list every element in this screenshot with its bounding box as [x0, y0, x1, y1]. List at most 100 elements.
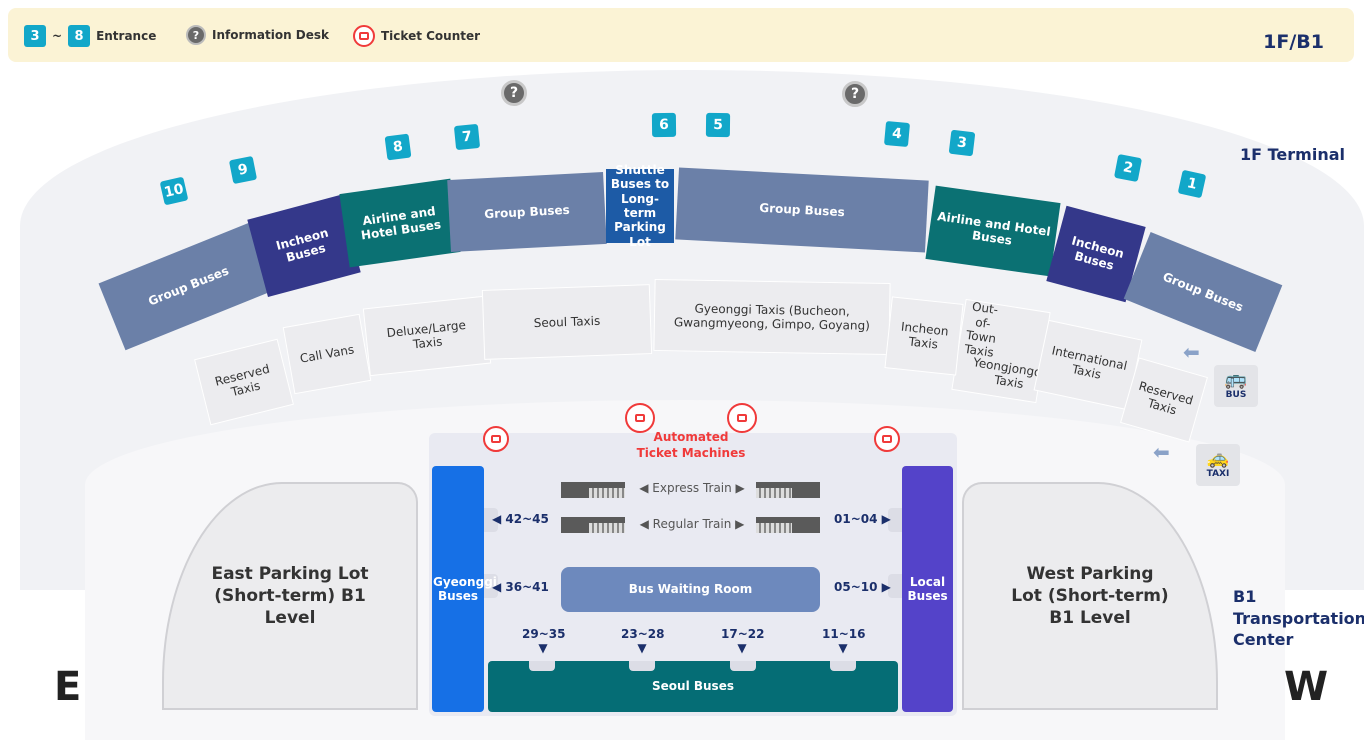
taxi-sign: 🚕TAXI: [1196, 444, 1240, 486]
zone-label: Incheon Buses: [1070, 233, 1126, 273]
zone-label: Airline and Hotel Buses: [936, 208, 1052, 248]
east-lot-label: East Parking Lot (Short-term) B1 Level: [211, 563, 369, 629]
bus-zone-3[interactable]: Group Buses: [447, 171, 607, 253]
escalator-icon: [756, 517, 820, 533]
bus-zone-4[interactable]: Shuttle Buses to Long-term Parking Lot: [606, 163, 674, 249]
legend-entrance: 3 ~8 Entrance: [24, 25, 156, 47]
local-buses-zone[interactable]: Local Buses: [902, 466, 953, 712]
gate-notch: [830, 661, 856, 671]
taxi-zone-6[interactable]: Out-of-Town Taxis: [957, 300, 1008, 360]
entrance-8[interactable]: 2: [1113, 153, 1143, 183]
west-lot-label: West Parking Lot (Short-term) B1 Level: [1011, 563, 1169, 629]
taxi-zone-4[interactable]: Gyeonggi Taxis (Bucheon, Gwangmyeong, Gi…: [653, 278, 891, 356]
compass-west: W: [1284, 664, 1329, 710]
entrance-5[interactable]: 5: [705, 112, 731, 138]
info-desk-icon: ?: [186, 25, 206, 45]
taxi-zone-2[interactable]: Deluxe/Large Taxis: [362, 295, 492, 377]
escalator-icon: [561, 517, 625, 533]
legend-label: Ticket Counter: [381, 29, 481, 43]
zone-label: Airline and Hotel Buses: [360, 203, 442, 243]
gate-label: 36~41: [505, 580, 549, 594]
entrance-4[interactable]: 6: [651, 112, 677, 138]
zone-label: Gyeonggi Taxis (Bucheon, Gwangmyeong, Gi…: [673, 301, 870, 333]
gate-05-10: 05~10 ▶: [834, 580, 891, 594]
ticket-machine-pin-icon[interactable]: [625, 403, 655, 433]
zone-label: Deluxe/Large Taxis: [385, 317, 467, 352]
entrance-9[interactable]: 1: [1177, 169, 1207, 199]
zone-label: Gyeonggi Buses: [433, 574, 497, 603]
gate-label: 23~28: [621, 627, 665, 641]
regular-train-text: Regular Train: [652, 517, 732, 531]
bus-icon: 🚌: [1224, 369, 1248, 390]
taxi-sign-label: TAXI: [1206, 469, 1230, 479]
zone-label: Local Buses: [907, 574, 948, 603]
ticket-counter-icon[interactable]: [483, 426, 509, 452]
escalator-icon: [561, 482, 625, 498]
legend: 3 ~8 Entrance ? Information Desk Ticket Cou…: [8, 8, 1354, 62]
bus-waiting-room[interactable]: Bus Waiting Room: [561, 567, 820, 612]
automated-ticket-machines-label: Automated Ticket Machines: [636, 430, 746, 460]
bus-zone-2[interactable]: Airline and Hotel Buses: [339, 178, 461, 268]
gate-42-45: ◀ 42~45: [492, 512, 549, 526]
taxi-zone-1[interactable]: Call Vans: [282, 313, 372, 395]
bus-zone-5[interactable]: Group Buses: [675, 167, 929, 253]
zone-label: Group Buses: [1160, 269, 1246, 315]
entrance-6[interactable]: 4: [883, 120, 911, 148]
entrance-2[interactable]: 8: [384, 133, 412, 161]
gate-label: 05~10: [834, 580, 878, 594]
zone-label: Reserved Taxis: [213, 361, 271, 400]
zone-label: Call Vans: [298, 342, 356, 366]
gate-notch: [730, 661, 756, 671]
zone-label: Group Buses: [758, 200, 846, 220]
zone-label: Incheon Buses: [274, 225, 330, 265]
zone-label: Reserved Taxis: [1137, 378, 1195, 418]
gate-label: 11~16: [822, 627, 866, 641]
gate-36-41: ◀ 36~41: [492, 580, 549, 594]
gate-label: 42~45: [505, 512, 549, 526]
regular-train-label[interactable]: ◀ Regular Train ▶: [639, 517, 745, 531]
info-desk-icon[interactable]: ?: [501, 80, 527, 106]
taxi-icon: 🚕: [1206, 448, 1230, 469]
taxi-zone-5[interactable]: Incheon Taxis: [884, 296, 964, 376]
legend-label: Information Desk: [212, 28, 330, 42]
entrance-7[interactable]: 3: [948, 129, 976, 157]
gate-label: 17~22: [721, 627, 765, 641]
compass-east: E: [54, 664, 82, 710]
floor-label: 1F/B1: [1263, 31, 1324, 53]
express-train-label[interactable]: ◀ Express Train ▶: [639, 481, 745, 495]
zone-label: Group Buses: [145, 263, 231, 309]
zone-label: International Taxis: [1050, 342, 1129, 382]
zone-label: Shuttle Buses to Long-term Parking Lot: [610, 162, 670, 249]
zone-label: Seoul Taxis: [533, 313, 601, 330]
gate-23-28: 23~28▼: [621, 627, 665, 655]
entrance-1[interactable]: 9: [228, 155, 258, 185]
transportation-center-label: B1 Transportation Center: [1233, 587, 1364, 650]
zone-label: Bus Waiting Room: [628, 582, 753, 597]
separator: ~: [52, 29, 63, 43]
taxi-zone-3[interactable]: Seoul Taxis: [481, 284, 653, 360]
arrow-left-icon: ⬅: [1153, 440, 1170, 464]
info-desk-icon[interactable]: ?: [842, 81, 868, 107]
legend-info: ? Information Desk: [186, 25, 329, 45]
gate-notch: [529, 661, 555, 671]
bus-sign: 🚌BUS: [1214, 365, 1258, 407]
legend-ticket: Ticket Counter: [353, 25, 480, 47]
gate-label: 01~04: [834, 512, 878, 526]
express-train-text: Express Train: [652, 481, 732, 495]
ticket-counter-icon[interactable]: [874, 426, 900, 452]
gate-notch: [629, 661, 655, 671]
ticket-machine-pin-icon[interactable]: [727, 403, 757, 433]
entrance-badge: 8: [68, 25, 91, 47]
gate-17-22: 17~22▼: [721, 627, 765, 655]
zone-label: Seoul Buses: [652, 679, 734, 694]
escalator-icon: [756, 482, 820, 498]
arrow-left-icon: ⬅: [1183, 340, 1200, 364]
zone-label: Group Buses: [483, 202, 571, 222]
gate-label: 29~35: [522, 627, 566, 641]
gyeonggi-buses-zone[interactable]: Gyeonggi Buses: [432, 466, 497, 712]
entrance-3[interactable]: 7: [453, 123, 481, 151]
zone-label: Incheon Taxis: [900, 319, 950, 352]
legend-label: Entrance: [96, 29, 157, 43]
entrance-badge: 3: [24, 25, 46, 47]
seoul-buses-zone[interactable]: Seoul Buses: [488, 661, 898, 712]
